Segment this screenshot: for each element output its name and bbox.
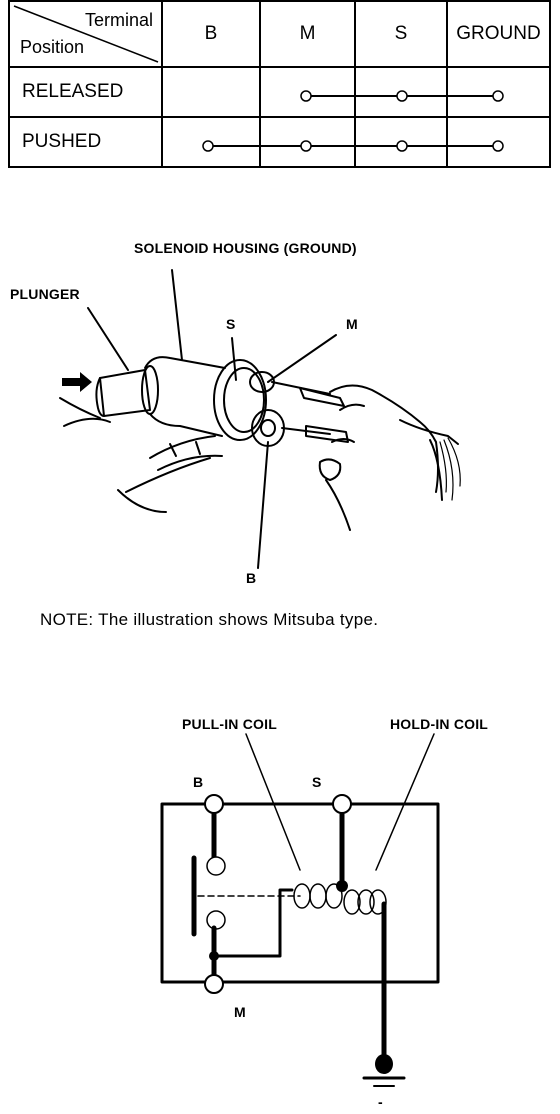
pull-in-loop-1 [293,883,311,909]
probe-upper-handle [299,387,345,407]
housing-end-cap [213,359,267,441]
table-header-row: Terminal Position B M S GROUND [8,0,551,68]
pull-in-leader [245,733,301,871]
schematic-label-ground: - [378,1094,383,1110]
terminal-s-node [332,794,352,814]
solenoid-schematic [160,733,440,1087]
m-contact [206,910,226,930]
housing-top [144,356,226,369]
left-wrist [125,457,211,493]
corner-terminal-label: Terminal [84,10,153,30]
cell [446,116,551,168]
right-hand-outline [329,384,439,493]
row-label-pushed: PUSHED [8,116,163,168]
illustration-note: NOTE: The illustration shows Mitsuba typ… [40,610,379,629]
b-leader [257,441,269,569]
corner-diagonal [13,5,159,63]
header-terminal-ground: GROUND [446,0,551,68]
table-row-released: RELEASED [8,66,551,118]
cell [354,66,448,118]
cell [161,116,261,168]
label-terminal-s: S [226,316,236,332]
cell [354,116,448,168]
corner-position-label: Position [20,37,85,57]
finger-3 [318,458,342,481]
s-junction-dot [336,880,348,892]
wire-3 [447,437,461,487]
wrist [325,479,351,531]
housing-back-rim [141,365,159,415]
terminal-b-bolt [260,419,276,437]
cell [259,116,356,168]
plunger-shape [99,369,151,417]
plunger-leader [87,307,129,371]
row-label-released: RELEASED [8,66,163,118]
finger-2 [331,438,355,443]
header-terminal-b: B [161,0,261,68]
label-plunger: PLUNGER [10,286,80,302]
left-palm [117,489,167,513]
left-hand-outline [149,435,216,459]
schematic-label-b: B [193,774,204,790]
left-finger-line [169,443,177,457]
label-solenoid-housing: SOLENOID HOUSING (GROUND) [134,240,357,256]
push-arrow-icon [62,372,92,392]
label-terminal-m: M [346,316,358,332]
continuity-table: Terminal Position B M S GROUND RELEASED … [8,0,551,168]
left-hand-knuckle [63,417,111,427]
ground-junction-dot [375,1054,393,1074]
schematic-label-m: M [234,1004,246,1020]
finger-1 [339,403,365,411]
label-terminal-b: B [246,570,257,586]
hold-in-loop-3 [369,889,387,915]
hold-in-loop-1 [343,889,361,915]
solenoid-test-illustration [59,269,461,569]
end-cap-inner [223,367,265,433]
plunger-end [95,377,105,417]
terminal-b-shape [251,409,285,447]
solenoid-box [160,802,440,984]
table-corner-cell: Terminal Position [8,0,163,68]
s-leader [231,337,237,381]
housing-leader [171,269,183,361]
table-row-pushed: PUSHED [8,116,551,168]
probe-lower-handle [305,425,349,443]
hold-in-loop-2 [357,889,375,915]
b-contact [206,856,226,876]
cell [259,66,356,118]
sleeve [399,419,459,445]
header-terminal-s: S [354,0,448,68]
pull-in-loop-3 [325,883,343,909]
cell [161,66,261,118]
hold-in-leader [375,733,435,871]
m-leader [267,334,337,383]
pull-in-loop-2 [309,883,327,909]
left-hand-finger [157,454,223,471]
left-finger-line-2 [195,441,201,455]
terminal-m-node [204,974,224,994]
wire-1 [439,441,447,493]
sleeve-fold [429,439,443,501]
cell [446,66,551,118]
label-pull-in-coil: PULL-IN COIL [182,716,277,732]
left-hand-top [59,397,101,419]
schematic-label-s: S [312,774,322,790]
header-terminal-m: M [259,0,356,68]
label-hold-in-coil: HOLD-IN COIL [390,716,489,732]
terminal-b-node [204,794,224,814]
wire-2 [443,439,454,501]
m-junction-dot [209,951,219,961]
housing-bottom [149,413,223,437]
pull-in-wire [212,888,294,958]
